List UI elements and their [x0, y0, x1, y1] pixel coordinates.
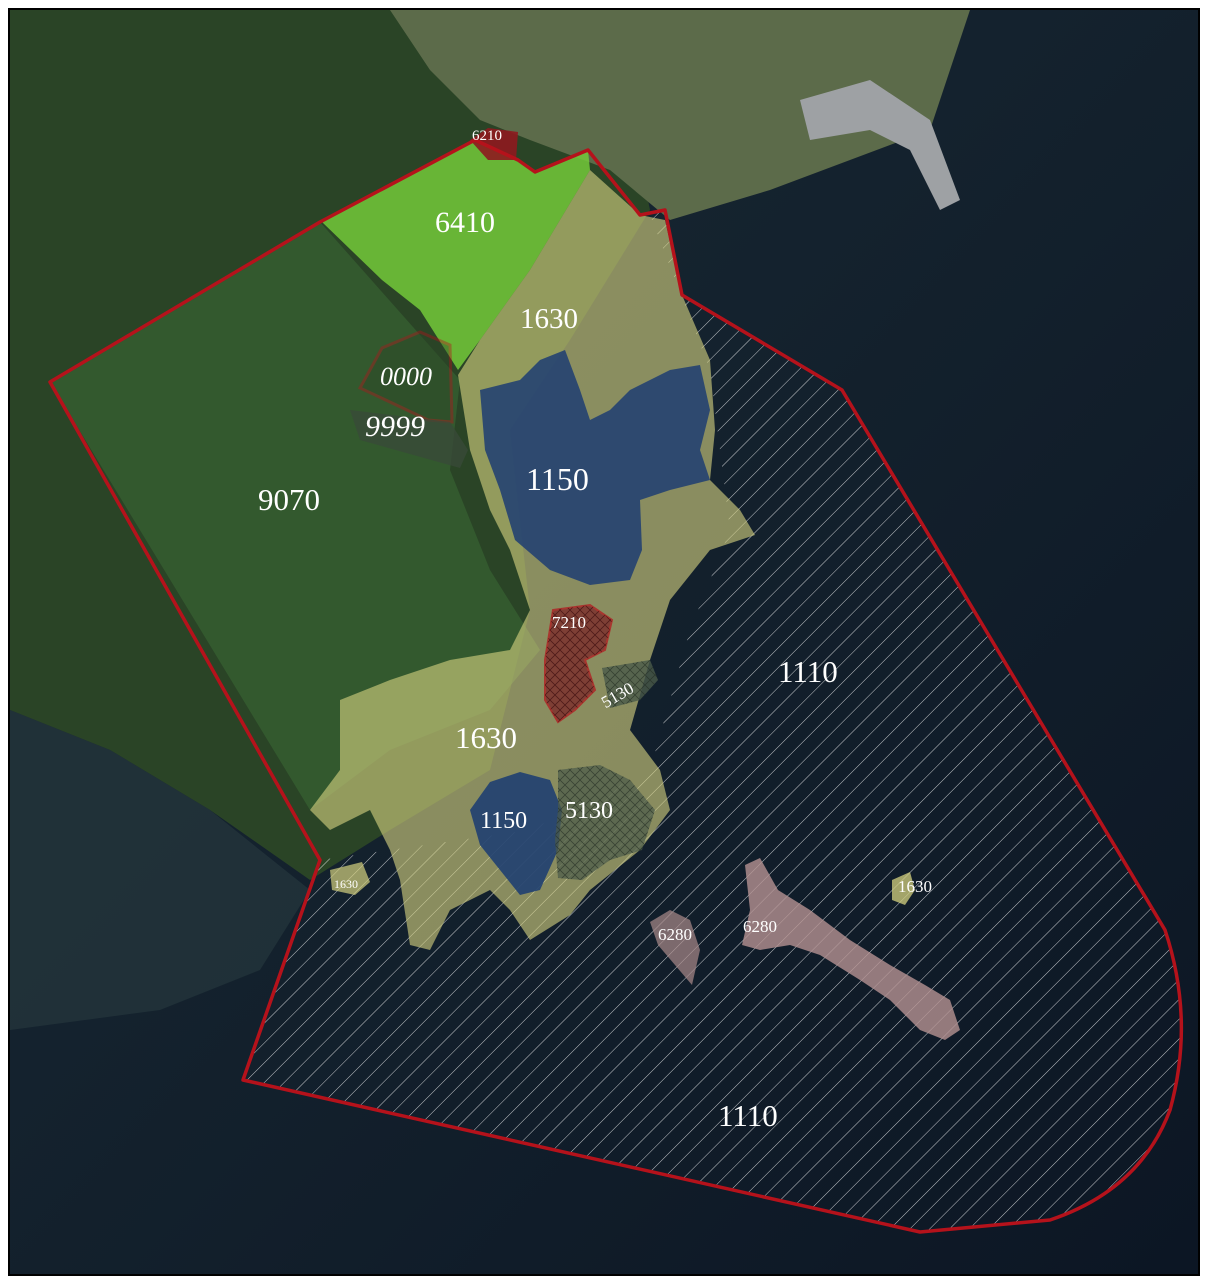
- habitat-0000: [357, 330, 454, 424]
- label-0000: 0000: [380, 362, 432, 391]
- coastal-shallows: [10, 710, 310, 1030]
- habitat-5130-small-hatch: [602, 660, 658, 708]
- label-1110-east: 1110: [778, 654, 838, 689]
- site-boundary: [48, 138, 1184, 1234]
- harbour-pier: [800, 80, 960, 210]
- habitat-1110: [243, 210, 1182, 1232]
- label-1150-south: 1150: [480, 808, 527, 834]
- habitat-1630-main: [310, 170, 755, 950]
- label-1630-west: 1630: [334, 877, 358, 891]
- village-area: [390, 10, 970, 220]
- label-6210: 6210: [472, 128, 502, 144]
- label-1630-south: 1630: [455, 720, 517, 755]
- label-6280-small: 6280: [658, 925, 692, 944]
- habitat-6280-small: [650, 910, 700, 985]
- habitat-9999: [350, 410, 468, 468]
- habitat-map: 6210 6410 1630 0000 9999 1150 9070 7210 …: [8, 8, 1200, 1276]
- map-canvas: 6210 6410 1630 0000 9999 1150 9070 7210 …: [10, 10, 1198, 1274]
- habitat-7210-hatch: [545, 605, 612, 722]
- habitat-9070: [50, 222, 540, 810]
- habitat-1630-islet: [892, 872, 915, 905]
- habitat-1150-south: [470, 772, 562, 895]
- label-5130-south: 5130: [565, 798, 613, 824]
- label-1150-north: 1150: [526, 461, 589, 497]
- label-6280-large: 6280: [743, 917, 777, 936]
- label-1630-north: 1630: [520, 303, 578, 335]
- label-9999: 9999: [365, 410, 425, 443]
- label-1110-south: 1110: [718, 1098, 778, 1133]
- habitat-6210: [470, 128, 518, 160]
- habitat-6410: [322, 140, 590, 370]
- habitat-5130-south-hatch: [555, 765, 655, 880]
- label-7210: 7210: [552, 613, 586, 632]
- habitat-1150-north: [480, 350, 710, 585]
- habitat-1630-west: [330, 862, 370, 895]
- label-9070: 9070: [258, 482, 320, 517]
- label-6410: 6410: [435, 206, 495, 239]
- label-1630-islet: 1630: [898, 877, 932, 896]
- habitat-6280-large: [742, 858, 960, 1040]
